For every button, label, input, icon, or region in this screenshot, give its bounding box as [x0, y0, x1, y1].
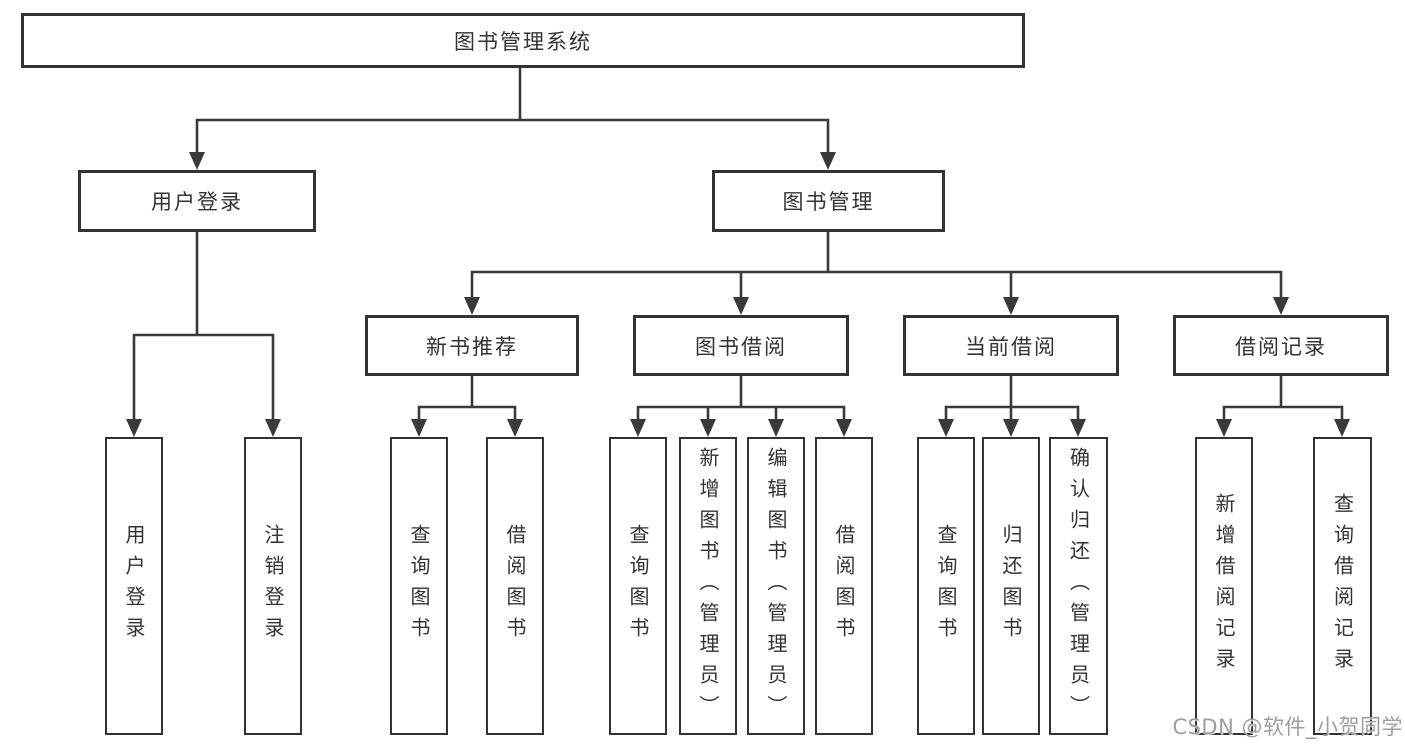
node-user-login: 用户登录 — [78, 170, 316, 232]
leaf-confirm-return-admin: 确认归还（管理员） — [1049, 437, 1108, 735]
leaf-borrow-query-books: 查询图书 — [609, 437, 667, 735]
leaf-edit-book-admin: 编辑图书（管理员） — [747, 437, 805, 735]
leaf-add-book-admin: 新增图书（管理员） — [679, 437, 737, 735]
leaf-current-query-books: 查询图书 — [917, 437, 975, 735]
node-new-book-recommendation: 新书推荐 — [365, 315, 579, 376]
leaf-recommend-query-books: 查询图书 — [390, 437, 448, 735]
leaf-logout-login: 注销登录 — [244, 437, 302, 735]
leaf-query-borrow-record: 查询借阅记录 — [1313, 437, 1372, 735]
node-borrowing-records: 借阅记录 — [1173, 315, 1389, 376]
leaf-add-borrow-record: 新增借阅记录 — [1195, 437, 1253, 735]
leaf-recommend-borrow-books: 借阅图书 — [486, 437, 544, 735]
node-library-system: 图书管理系统 — [21, 13, 1025, 68]
csdn-watermark: CSDN @软件_小贺同学 — [1172, 715, 1403, 739]
node-book-management: 图书管理 — [712, 170, 945, 232]
node-book-borrowing: 图书借阅 — [633, 315, 849, 376]
leaf-borrow-borrow-books: 借阅图书 — [815, 437, 873, 735]
leaf-return-books: 归还图书 — [982, 437, 1040, 735]
node-current-borrowing: 当前借阅 — [903, 315, 1119, 376]
leaf-user-login: 用户登录 — [105, 437, 163, 735]
